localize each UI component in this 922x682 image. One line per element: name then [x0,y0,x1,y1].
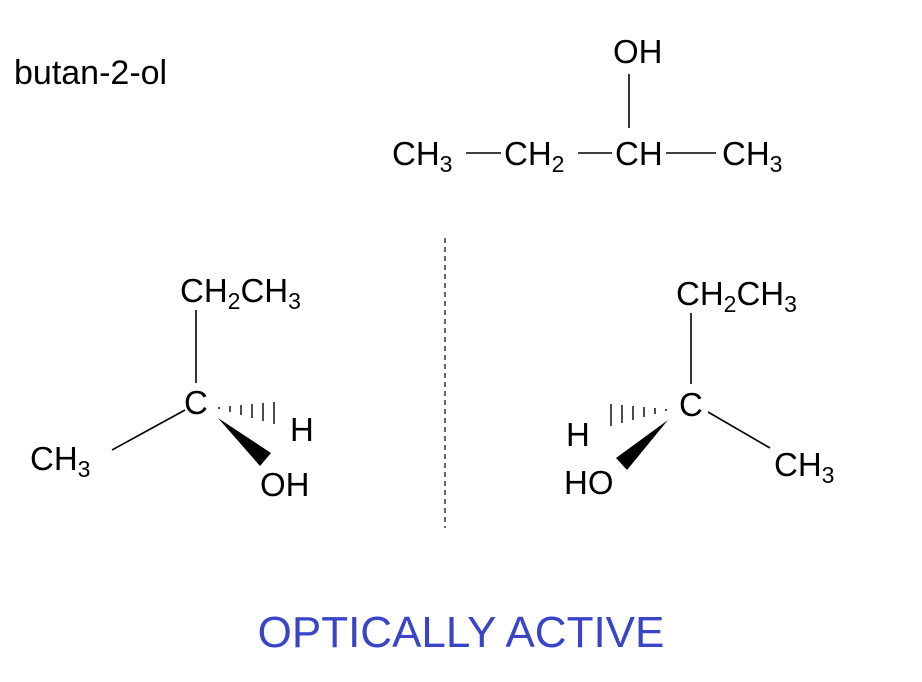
condensed-formula: OH CH3 CH2 CH CH3 [392,33,782,177]
left-stereocenter: C [184,384,208,421]
right-hydroxyl-label: HO [564,464,614,501]
right-wedge-bond [616,420,668,470]
condensed-group-4: CH3 [722,135,782,177]
left-wedge-bond [218,418,271,466]
right-stereocenter: C [679,386,703,423]
left-hydroxyl-label: OH [260,466,310,503]
right-top-group: CH2CH3 [676,275,797,317]
right-enantiomer: CH2CH3 C CH3 H HO [564,275,834,501]
compound-name: butan-2-ol [14,54,167,92]
left-top-group: CH2CH3 [180,272,301,314]
condensed-group-3: CH [615,135,663,172]
optical-activity-caption: OPTICALLY ACTIVE [258,608,665,657]
left-bond-methyl [111,409,186,451]
condensed-group-1: CH3 [392,135,452,177]
condensed-group-2: CH2 [504,135,564,177]
condensed-oh-label: OH [613,33,663,70]
left-enantiomer: CH2CH3 C CH3 H OH [30,272,314,503]
right-methyl-group: CH3 [774,446,834,488]
right-hydrogen-label: H [566,416,590,453]
left-hashed-bond [218,402,275,424]
right-bond-methyl [707,411,771,449]
left-methyl-group: CH3 [30,440,90,482]
right-hashed-bond [610,404,667,426]
left-hydrogen-label: H [290,411,314,448]
